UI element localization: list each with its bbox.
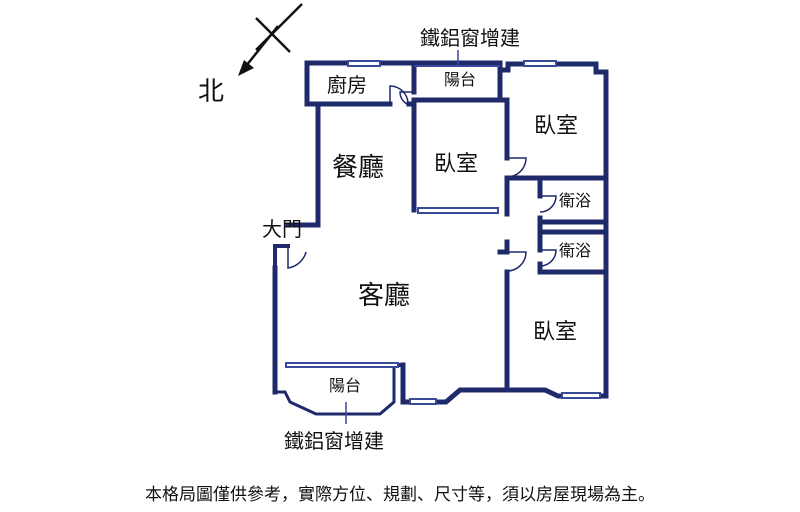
room-living-label: 客廳	[358, 281, 410, 311]
compass-label: 北	[198, 77, 224, 107]
doors	[287, 85, 557, 272]
disclaimer-text: 本格局圖僅供參考，實際方位、規劃、尺寸等，須以房屋現場為主。	[145, 485, 655, 505]
window-top-annotation: 鐵鋁窗增建	[420, 26, 520, 50]
window-bottom-annotation: 鐵鋁窗增建	[284, 429, 384, 453]
room-kitchen-label: 廚房	[327, 73, 367, 97]
room-bedroom-middle-label: 臥室	[434, 152, 478, 177]
room-bathroom-2-label: 衛浴	[559, 241, 591, 260]
north-arrow-icon	[238, 3, 303, 76]
room-balcony-bottom-label: 陽台	[329, 376, 361, 395]
room-balcony-top-label: 陽台	[444, 70, 476, 89]
entrance-label: 大門	[262, 217, 302, 241]
room-bathroom-1-label: 衛浴	[559, 191, 591, 210]
room-bedroom-bottom-right-label: 臥室	[533, 320, 577, 345]
windows	[285, 60, 601, 405]
room-bedroom-top-right-label: 臥室	[534, 114, 578, 139]
room-dining-label: 餐廳	[332, 153, 384, 183]
